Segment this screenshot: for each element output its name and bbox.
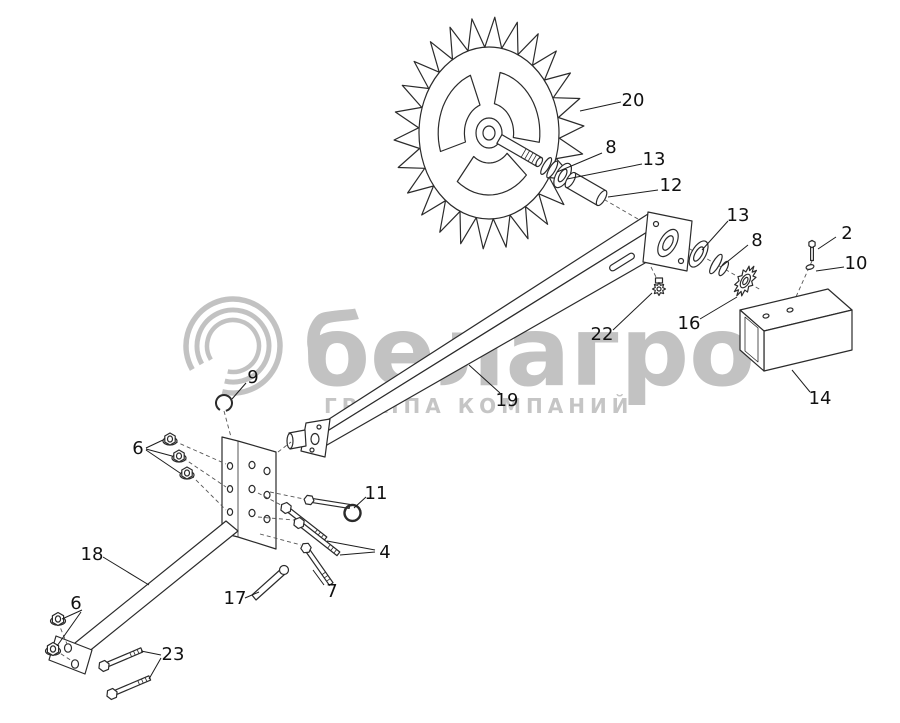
pin11-dash bbox=[269, 491, 305, 500]
spacer-bush-12 bbox=[564, 171, 608, 207]
callout-2: 2 bbox=[841, 223, 852, 244]
bolt-23a bbox=[98, 647, 144, 673]
callout-13b: 13 bbox=[727, 205, 750, 226]
washer-10 bbox=[805, 264, 815, 270]
callout-20: 20 bbox=[622, 90, 645, 111]
callout-7: 7 bbox=[326, 581, 337, 602]
gear-16 bbox=[733, 265, 758, 297]
callout-8b: 8 bbox=[751, 230, 762, 251]
shaft-splines bbox=[520, 148, 541, 166]
bolt-23b bbox=[106, 675, 152, 701]
arm-bearing-plate bbox=[642, 211, 693, 272]
callout-12: 12 bbox=[660, 175, 683, 196]
shaft-end bbox=[535, 156, 544, 168]
callout-23: 23 bbox=[162, 644, 185, 665]
leader-lines bbox=[56, 101, 845, 680]
washers-8b bbox=[709, 253, 730, 277]
linch-pin-11 bbox=[303, 494, 362, 523]
bolt4b-dash bbox=[257, 516, 295, 521]
bolt-4b bbox=[293, 516, 341, 557]
callout-19: 19 bbox=[496, 390, 519, 411]
callout-18: 18 bbox=[81, 544, 104, 565]
arm-slot bbox=[609, 252, 635, 272]
callout-11: 11 bbox=[365, 483, 388, 504]
callout-10: 10 bbox=[845, 253, 868, 274]
fitting-align-dash bbox=[650, 266, 658, 280]
callout-13a: 13 bbox=[643, 149, 666, 170]
bearing-13b bbox=[688, 240, 709, 268]
bolt-7 bbox=[300, 542, 334, 586]
outer-axis-parts bbox=[688, 240, 758, 297]
bearing-13 bbox=[553, 162, 573, 189]
ring-9 bbox=[214, 394, 233, 412]
shaft-assembly bbox=[496, 134, 608, 207]
cotter-pin-17 bbox=[251, 564, 290, 601]
watermark-logo bbox=[183, 296, 283, 396]
callouts: 20 8 13 12 13 8 2 10 22 16 14 19 9 6 11 … bbox=[70, 90, 867, 665]
nuts-6-lower bbox=[44, 611, 73, 662]
bolt7-dash bbox=[259, 533, 302, 546]
bracket-arm-dash bbox=[277, 441, 292, 453]
callout-17: 17 bbox=[224, 588, 247, 609]
arm-19 bbox=[286, 211, 693, 458]
sprocket-20 bbox=[393, 16, 585, 250]
callout-8a: 8 bbox=[605, 137, 616, 158]
grease-fitting-22 bbox=[651, 277, 667, 297]
bolt4a-dash bbox=[257, 492, 282, 506]
ring-align-dash bbox=[223, 410, 232, 438]
callout-9: 9 bbox=[247, 367, 258, 388]
nuts-6-upper bbox=[162, 432, 227, 511]
callout-22: 22 bbox=[591, 324, 614, 345]
callout-16: 16 bbox=[678, 313, 701, 334]
callout-6b: 6 bbox=[70, 593, 81, 614]
bolt-2 bbox=[808, 239, 816, 262]
support-bar-18 bbox=[48, 520, 239, 675]
arm-clevis bbox=[286, 418, 331, 458]
box-bracket-14 bbox=[739, 288, 853, 372]
callout-4: 4 bbox=[379, 542, 390, 563]
callout-6a: 6 bbox=[132, 438, 143, 459]
callout-14: 14 bbox=[809, 388, 832, 409]
washers-8 bbox=[540, 157, 559, 179]
